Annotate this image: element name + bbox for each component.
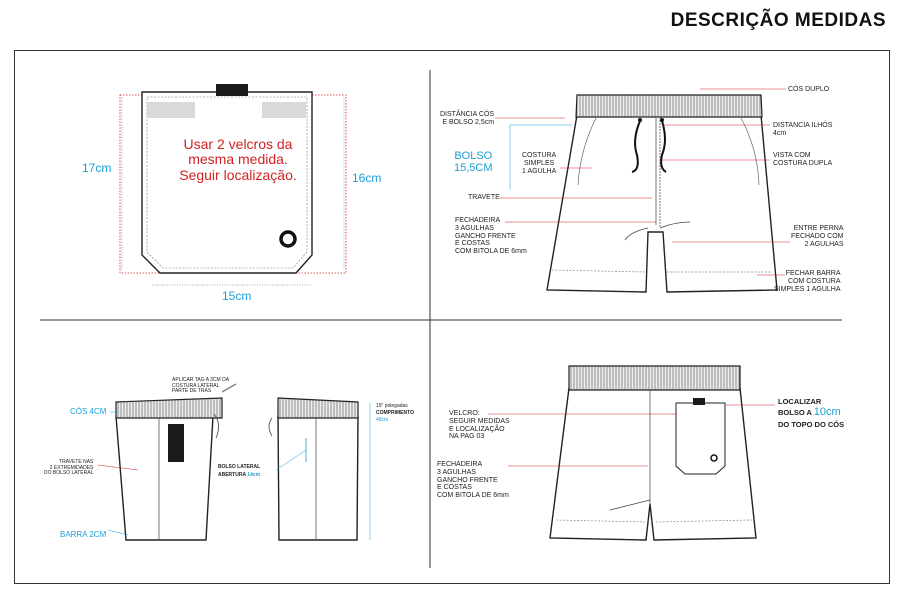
side-polegadas-label: 19" polegadas (376, 403, 408, 409)
pocket-height-left: 17cm (82, 161, 112, 175)
side-tag-label: APLICAR TAG A 3CM DA COSTURA LATERAL PAR… (172, 377, 230, 395)
back-localizar-value: 10cm (813, 406, 841, 419)
front-travete-label: TRAVETE (468, 194, 500, 201)
side-comprimento-label: COMPRIMENTO (376, 410, 414, 416)
front-bolso-label: BOLSO 15,5CM (454, 150, 493, 175)
back-velcro-label: VELCRO: SEGUIR MEDIDAS E LOCALIZAÇÃO NA … (449, 410, 510, 441)
back-shorts-drawing (488, 365, 775, 541)
velcro-left (147, 102, 195, 118)
front-costura-label: COSTURA SIMPLES 1 AGULHA (522, 152, 557, 175)
front-entre-perna-label: ENTRE PERNA FECHADO COM 2 AGULHAS (791, 225, 844, 248)
front-shorts-drawing (495, 88, 790, 293)
front-fechadeira-label: FECHADEIRA 3 AGULHAS GANCHO FRENTE E COS… (455, 217, 527, 256)
side-pocket-opening (168, 424, 184, 462)
side-abertura-value: 14cm (247, 472, 261, 478)
front-vista-label: VISTA COM COSTURA DUPLA (773, 152, 833, 167)
sheet-frame (14, 50, 890, 584)
pocket-tab (216, 84, 248, 96)
side-bolso-lateral-label: BOLSO LATERAL (218, 464, 261, 470)
velcro-right (262, 102, 306, 118)
side-barra-label: BARRA 2CM (60, 530, 107, 539)
back-fechadeira-label: FECHADEIRA 3 AGULHAS GANCHO FRENTE E COS… (437, 461, 509, 500)
side-views-drawing (97, 383, 371, 541)
pocket-velcro-note: Usar 2 velcros da mesma medida. Seguir l… (179, 136, 297, 183)
pocket-height-right: 16cm (352, 171, 382, 185)
page-title: DESCRIÇÃO MEDIDAS (670, 10, 886, 31)
pocket-width: 15cm (222, 289, 252, 303)
front-distancia-cos-label: DISTÂNCIA CÓS E BOLSO 2,5cm (440, 111, 495, 126)
side-cos-label: CÓS 4CM (70, 407, 107, 416)
front-fechar-barra-label: FECHAR BARRA COM COSTURA SIMPLES 1 AGULH… (774, 270, 841, 293)
front-ilhos-label: DISTANCIA ILHÓS 4cm (773, 122, 833, 137)
front-cos-duplo-label: CÓS DUPLO (788, 86, 830, 93)
pocket-drawing (119, 84, 347, 286)
side-comprimento-value: 48cm (376, 417, 389, 423)
side-travete-label: TRAVETE NAS 2 EXTREMIDADES DO BOLSO LATE… (44, 459, 94, 477)
eyelet (279, 230, 297, 248)
side-abertura-label: ABERTURA 14cm (218, 472, 261, 478)
